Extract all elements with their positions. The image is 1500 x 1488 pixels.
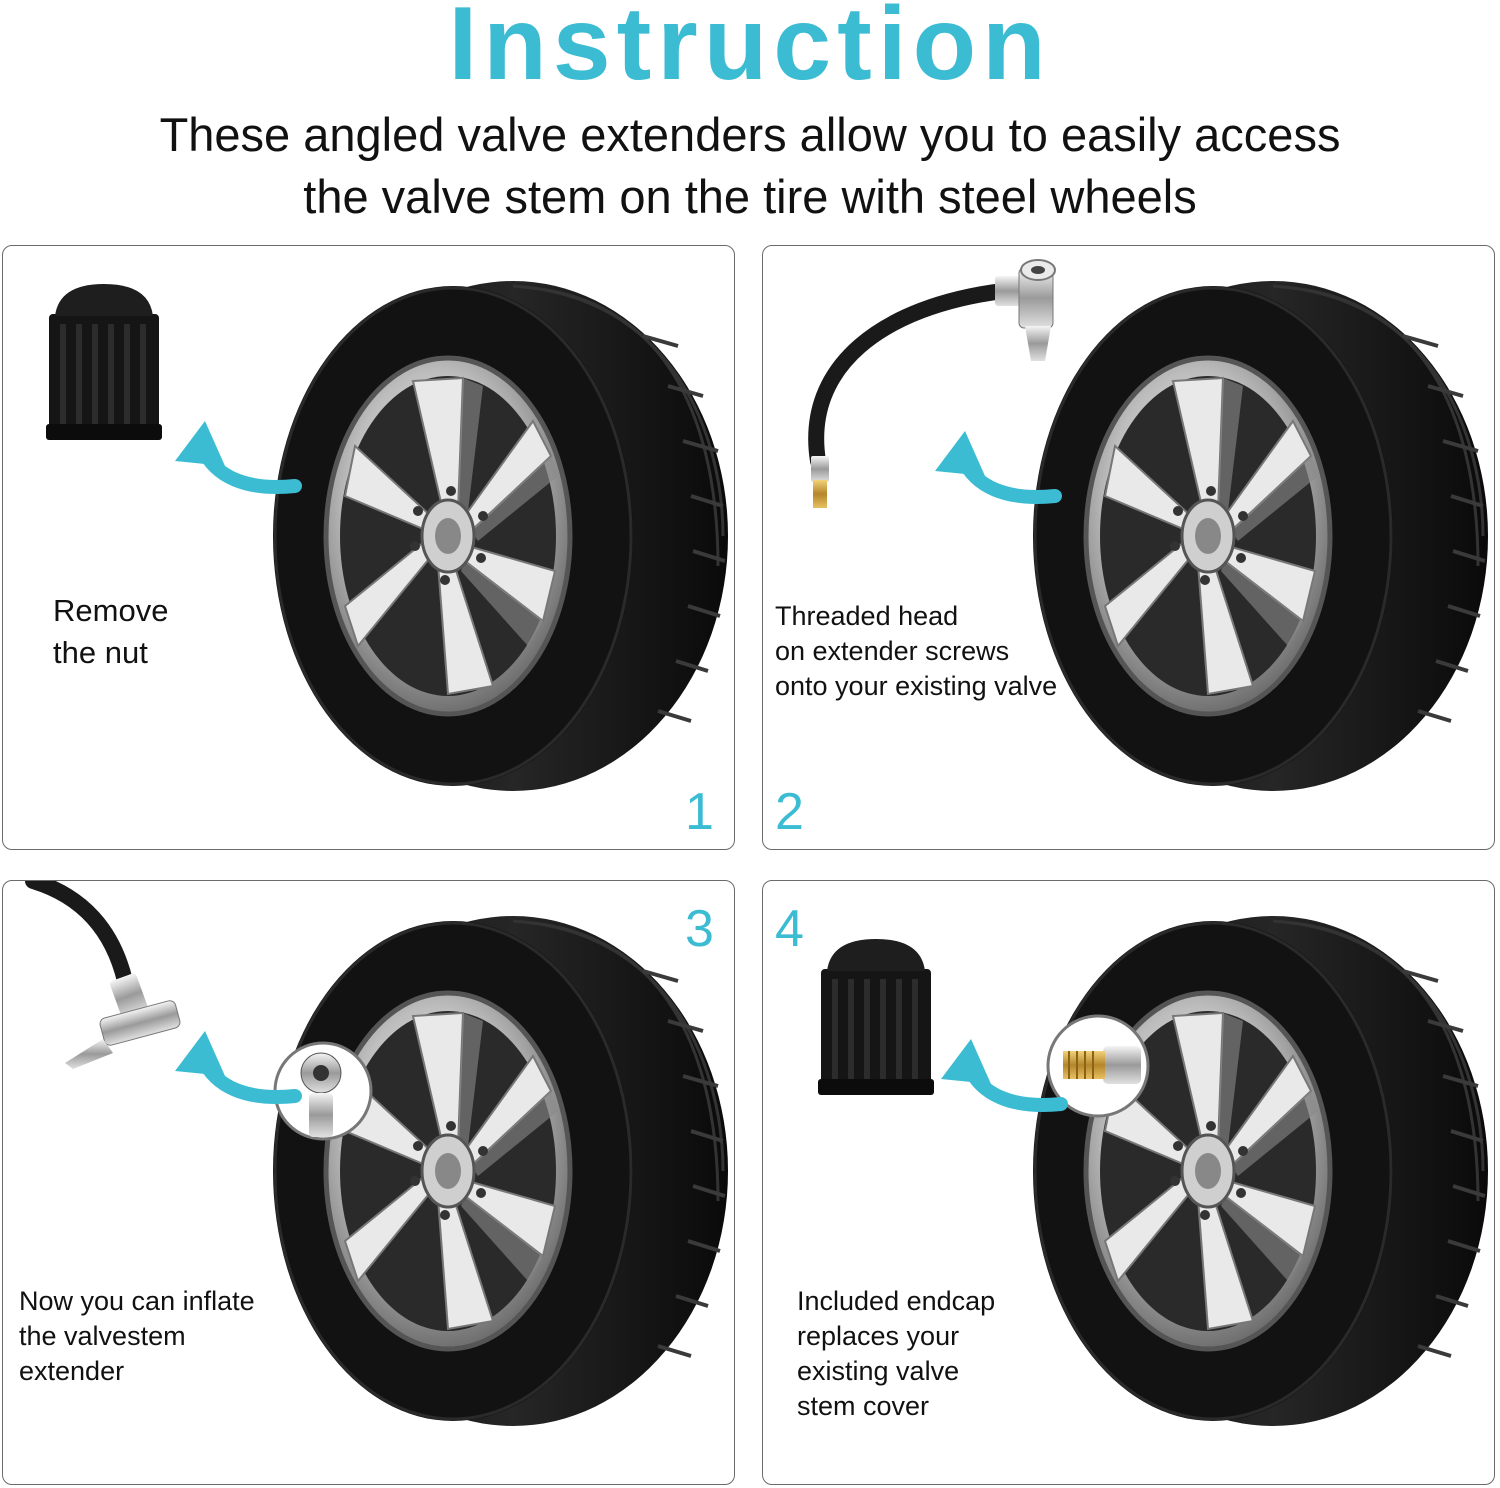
step-1-panel: Remove the nut 1 <box>2 245 735 850</box>
step-2-number: 2 <box>775 783 804 841</box>
page-subtitle: These angled valve extenders allow you t… <box>0 104 1500 228</box>
valve-cap-icon <box>46 284 162 440</box>
air-chuck-icon <box>25 881 181 1069</box>
hose-extender-icon <box>808 259 1056 508</box>
step-4-illustration <box>763 881 1495 1485</box>
subtitle-line-2: the valve stem on the tire with steel wh… <box>303 170 1197 223</box>
step-1-caption: Remove the nut <box>53 593 169 670</box>
tire-icon <box>273 281 728 791</box>
step-3-illustration <box>25 881 735 1485</box>
valve-cap-icon <box>818 939 934 1095</box>
step-4-caption: Included endcap replaces your existing v… <box>797 1286 996 1421</box>
step-4-number: 4 <box>775 900 804 958</box>
step-3-panel: Now you can inflate the valvestem extend… <box>2 880 735 1485</box>
step-2-caption: Threaded head on extender screws onto yo… <box>775 601 1058 701</box>
valve-closeup-icon <box>273 1041 373 1141</box>
subtitle-line-1: These angled valve extenders allow you t… <box>159 108 1341 161</box>
curved-arrow-icon <box>175 421 295 487</box>
valve-closeup-icon <box>1046 1014 1150 1118</box>
step-4-panel: Included endcap replaces your existing v… <box>762 880 1495 1485</box>
step-2-illustration <box>808 259 1495 850</box>
tire-icon <box>1033 281 1488 791</box>
page-title: Instruction <box>448 0 1052 102</box>
step-3-number: 3 <box>685 900 714 958</box>
step-3-caption: Now you can inflate the valvestem extend… <box>19 1286 255 1386</box>
step-1-illustration <box>3 246 735 850</box>
tire-icon <box>273 916 728 1426</box>
step-2-panel: Threaded head on extender screws onto yo… <box>762 245 1495 850</box>
step-1-number: 1 <box>685 783 714 841</box>
tire-icon <box>1033 916 1488 1426</box>
